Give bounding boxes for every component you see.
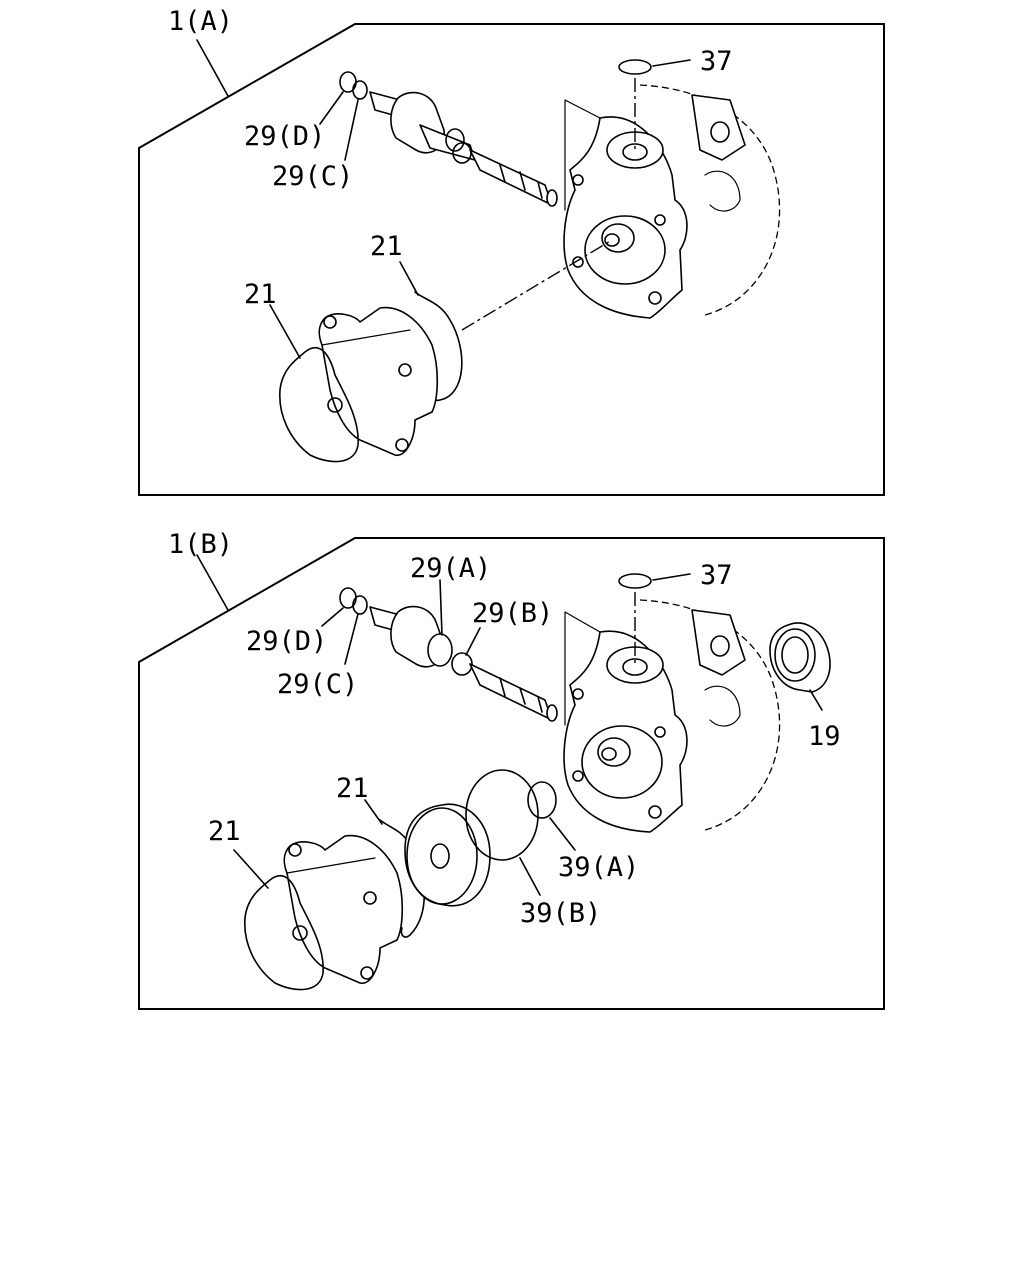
- panel-a-axis-shaft: [461, 239, 613, 331]
- panel-a: 1(A) 37: [138, 6, 885, 496]
- panel-b-label-21-upper: 21: [336, 773, 369, 804]
- panel-a-label-21-upper: 21: [370, 231, 403, 262]
- panel-a-pump-housing: [563, 84, 781, 319]
- panel-b-frame: [138, 537, 885, 1010]
- panel-b-valve-spool: [339, 587, 558, 722]
- panel-b-label-39b: 39(B): [520, 898, 601, 929]
- panel-b-oring-39b: [465, 769, 539, 861]
- panel-b-title: 1(B): [168, 529, 233, 560]
- panel-a-oring-37: [618, 59, 652, 75]
- panel-b-gasket-21-lower: [244, 874, 324, 991]
- panel-a-title: 1(A): [168, 6, 233, 37]
- panel-b-label-29d: 29(D): [246, 626, 327, 657]
- panel-a-valve-spool: [339, 71, 558, 207]
- panel-b-oring-37: [618, 573, 652, 589]
- panel-a-title-leader: [196, 39, 229, 97]
- panel-a-label-21-lower: 21: [244, 279, 277, 310]
- panel-a-label-29d: 29(D): [244, 121, 325, 152]
- panel-b-label-21-lower: 21: [208, 816, 241, 847]
- panel-b-label-29a: 29(A): [410, 553, 491, 584]
- panel-b-label-19: 19: [808, 721, 841, 752]
- panel-b-label-37: 37: [700, 560, 733, 591]
- panel-b: 1(B) 37: [138, 529, 885, 1010]
- panel-b-oring-39a: [527, 781, 557, 819]
- panel-a-frame: [138, 23, 885, 496]
- panel-b-cover-plate: [283, 834, 404, 984]
- panel-b-label-29c: 29(C): [277, 669, 358, 700]
- panel-a-label-29c: 29(C): [272, 161, 353, 192]
- panel-a-cover-plate: [318, 291, 463, 456]
- panel-b-oil-seal-19: [769, 622, 831, 693]
- panel-a-gasket-21-lower: [279, 346, 359, 463]
- panel-b-pump-housing: [563, 599, 781, 833]
- panel-b-spacer-disc: [404, 803, 491, 907]
- panel-a-label-37: 37: [700, 46, 733, 77]
- panel-b-label-29b: 29(B): [472, 598, 553, 629]
- panel-b-title-leader: [196, 554, 229, 611]
- panel-b-label-39a: 39(A): [558, 852, 639, 883]
